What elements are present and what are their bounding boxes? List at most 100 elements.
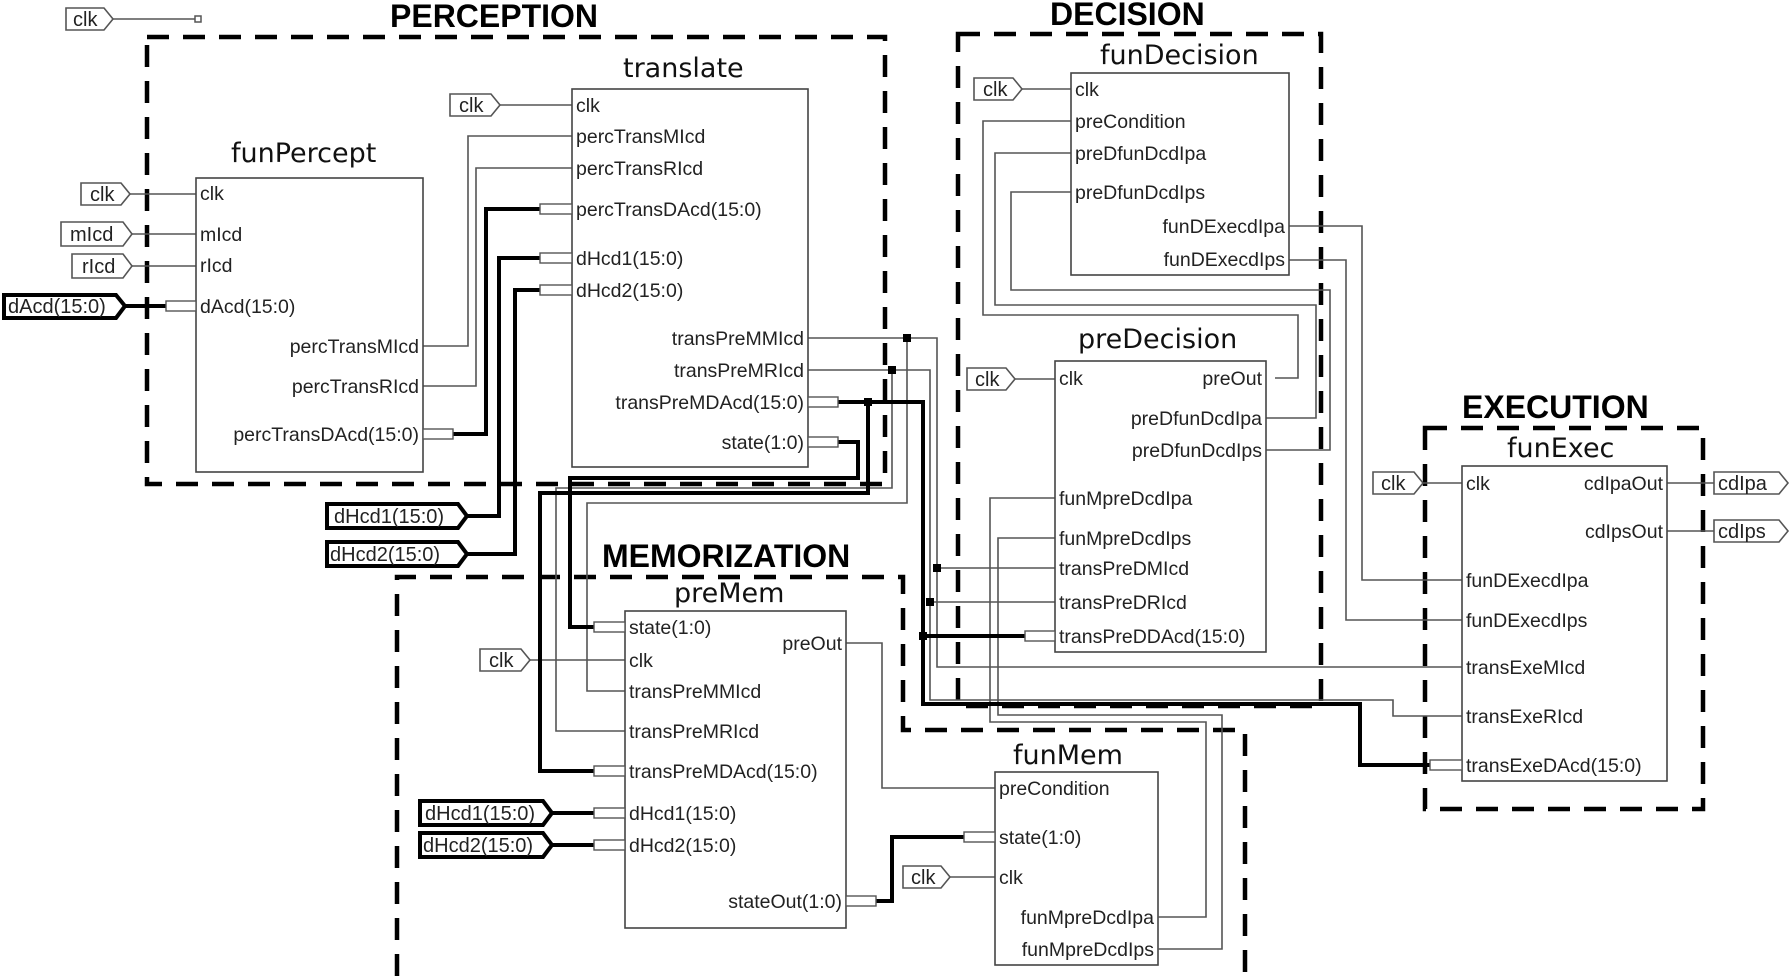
pin-label: clk <box>90 184 115 206</box>
block-funmem[interactable]: funMem preCondition state(1:0) clk funMp… <box>963 740 1159 966</box>
block-fundecision[interactable]: funDecision clk preCondition preDfunDcdI… <box>1070 40 1290 276</box>
io-pins: clk clk mIcd rIcd dAcd(15:0) clk dHcd1(1… <box>2 7 1790 889</box>
port-predfundcdips: preDfunDcdIps <box>1075 182 1205 204</box>
port-ricd: rIcd <box>200 255 233 277</box>
bus-port-marker <box>593 621 626 633</box>
pin-label: cdIps <box>1718 521 1766 543</box>
pin-label: dHcd1(15:0) <box>334 506 444 528</box>
port-clk: clk <box>576 95 600 117</box>
port-transpremmicd: transPreMMIcd <box>672 328 804 350</box>
bus-dhcd2-translate <box>467 288 540 556</box>
port-perctransdacd: percTransDAcd(15:0) <box>576 199 762 221</box>
pin-dhcd1-translate[interactable]: dHcd1(15:0) <box>325 502 470 530</box>
bus-port-marker <box>593 839 626 851</box>
block-title: preDecision <box>1078 324 1237 355</box>
block-translate[interactable]: translate clk percTransMIcd percTransRIc… <box>539 53 839 468</box>
memorization-title: MEMORIZATION <box>602 538 850 574</box>
wire-fundexecdips <box>1289 259 1467 621</box>
pin-label: dHcd2(15:0) <box>423 835 533 857</box>
pin-clk-funpercept[interactable]: clk <box>80 182 132 206</box>
wire-funmpredcdipa <box>989 497 1207 918</box>
block-premem[interactable]: preMem state(1:0) preOut clk transPreMMI… <box>593 578 877 929</box>
block-title: funPercept <box>231 138 376 169</box>
port-fundexecdipa: funDExecdIpa <box>1163 216 1286 238</box>
pin-micd[interactable]: mIcd <box>60 221 133 247</box>
block-predecision[interactable]: preDecision clk preOut preDfunDcdIpa pre… <box>1024 324 1267 653</box>
bus-transpremdacd-premem <box>538 402 870 773</box>
pin-cdipa[interactable]: cdIpa <box>1713 471 1790 495</box>
port-precondition: preCondition <box>1075 111 1186 133</box>
pin-dhcd2-translate[interactable]: dHcd2(15:0) <box>325 540 470 568</box>
pin-label: clk <box>983 79 1008 101</box>
port-transexemicd: transExeMIcd <box>1466 657 1585 679</box>
block-title: funDecision <box>1100 40 1259 71</box>
port-micd: mIcd <box>200 224 242 246</box>
pin-clk-premem[interactable]: clk <box>479 648 532 672</box>
junction-dot <box>888 366 896 374</box>
port-funmpredcdipa: funMpreDcdIpa <box>1021 907 1154 929</box>
bus-port-marker <box>422 428 454 440</box>
pin-dacd[interactable]: dAcd(15:0) <box>2 293 128 320</box>
pin-clk-fundecision[interactable]: clk <box>973 77 1024 101</box>
port-transpremricd: transPreMRIcd <box>674 360 804 382</box>
wire-predfundcdipa <box>994 152 1317 419</box>
pin-label: cdIpa <box>1718 473 1768 495</box>
junction-dot <box>919 632 927 640</box>
pin-clk-predecision[interactable]: clk <box>966 367 1017 391</box>
junction-dot <box>903 334 911 342</box>
bus-wires <box>125 207 1430 903</box>
port-cdipaout: cdIpaOut <box>1584 473 1664 495</box>
pin-label: dAcd(15:0) <box>8 296 106 318</box>
bus-port-marker <box>845 895 877 907</box>
pin-clk-funexec[interactable]: clk <box>1372 471 1425 495</box>
block-funpercept[interactable]: funPercept clk mIcd rIcd dAcd(15:0) perc… <box>165 138 454 473</box>
pin-clk-translate[interactable]: clk <box>449 93 502 117</box>
port-fundexecdips: funDExecdIps <box>1466 610 1588 632</box>
port-transpremdacd: transPreMDAcd(15:0) <box>629 761 818 783</box>
wire-fundexecdipa <box>1289 225 1467 581</box>
port-perctransricd: percTransRIcd <box>292 376 419 398</box>
perception-title: PERCEPTION <box>390 0 598 34</box>
pin-label: clk <box>489 650 514 672</box>
port-perctransricd: percTransRIcd <box>576 158 703 180</box>
wire-transpremmicd-a <box>808 337 938 568</box>
pin-cdips[interactable]: cdIps <box>1713 519 1790 543</box>
port-dacd: dAcd(15:0) <box>200 296 295 318</box>
port-transexedacd: transExeDAcd(15:0) <box>1466 755 1642 777</box>
port-clk: clk <box>629 650 653 672</box>
port-transexericd: transExeRIcd <box>1466 706 1583 728</box>
port-clk: clk <box>200 183 224 205</box>
port-fundexecdips: funDExecdIps <box>1164 249 1286 271</box>
port-transpremmicd: transPreMMIcd <box>629 681 761 703</box>
wire-perctransricd <box>423 167 572 387</box>
pin-dhcd2-premem[interactable]: dHcd2(15:0) <box>418 831 555 859</box>
wire-transpremricd-premem <box>555 370 893 732</box>
wire-transexericd <box>929 602 1467 717</box>
port-funmpredcdips: funMpreDcdIps <box>1059 528 1191 550</box>
decision-title: DECISION <box>1050 0 1205 32</box>
pin-clk-funmem[interactable]: clk <box>902 865 952 889</box>
pin-ricd[interactable]: rIcd <box>71 253 133 279</box>
pin-dhcd1-premem[interactable]: dHcd1(15:0) <box>418 799 555 827</box>
block-title: translate <box>623 53 744 84</box>
execution-title: EXECUTION <box>1462 389 1649 425</box>
pin-clk-global[interactable]: clk <box>65 7 115 31</box>
bus-port-marker <box>165 300 197 312</box>
junctions <box>864 334 941 640</box>
wire-transexemicd <box>936 568 1467 668</box>
junction-dot <box>926 598 934 606</box>
port-dhcd1: dHcd1(15:0) <box>576 248 683 270</box>
bus-stateout <box>876 835 964 903</box>
pin-label: clk <box>1381 473 1406 495</box>
pin-label: clk <box>73 9 98 31</box>
port-predfundcdips: preDfunDcdIps <box>1132 440 1262 462</box>
port-transpremdacd: transPreMDAcd(15:0) <box>615 392 804 414</box>
bus-port-marker <box>539 252 573 264</box>
pin-label: dHcd2(15:0) <box>330 544 440 566</box>
pin-label: dHcd1(15:0) <box>425 803 535 825</box>
block-funexec[interactable]: funExec clk cdIpaOut cdIpsOut funDExecdI… <box>1429 433 1668 782</box>
decision-boundary <box>955 31 1324 709</box>
port-transpreddacd: transPreDDAcd(15:0) <box>1059 626 1245 648</box>
wires <box>113 15 1714 950</box>
